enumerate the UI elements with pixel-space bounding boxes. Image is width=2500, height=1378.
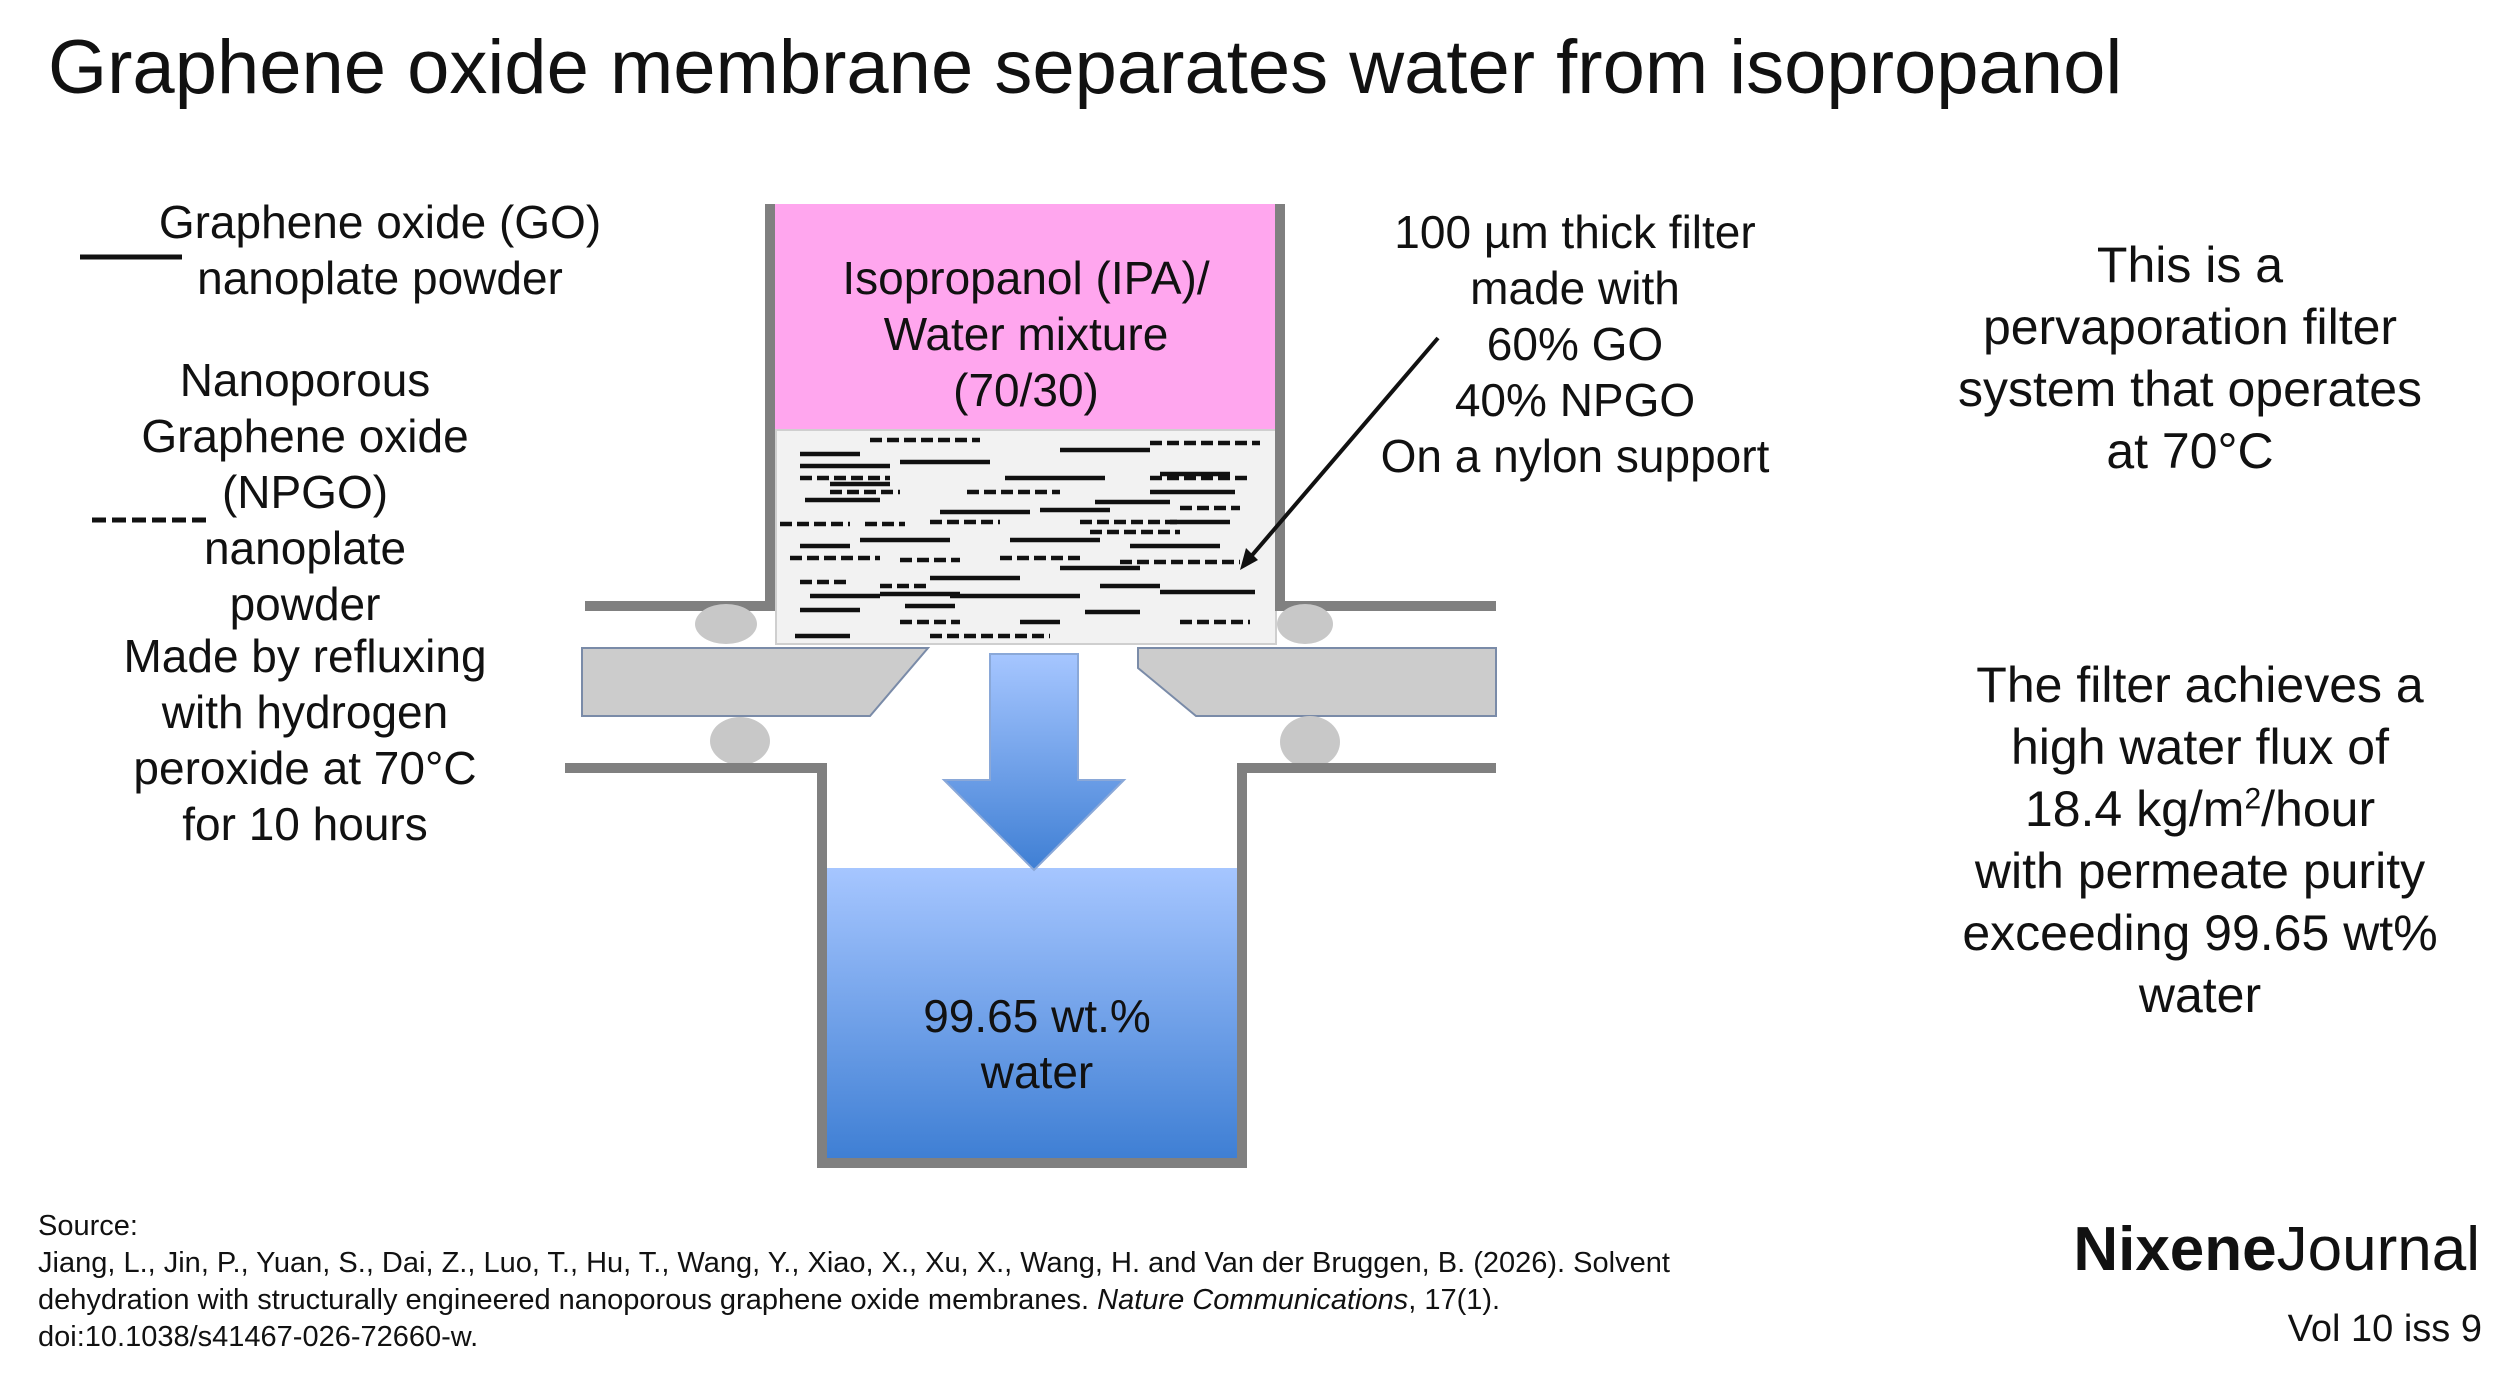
- filter-description: 100 µm thick filter made with 60% GO 40%…: [1380, 206, 1770, 482]
- gasket-top-right: [1277, 604, 1333, 644]
- npgo-nanoplates: [780, 437, 1260, 639]
- issue-label: Vol 10 iss 9: [2287, 1308, 2482, 1350]
- preparation-note: Made by refluxing with hydrogen peroxide…: [123, 630, 487, 850]
- upper-housing: [585, 204, 1496, 611]
- source-citation: Source: Jiang, L., Jin, P., Yuan, S., Da…: [38, 1210, 1670, 1353]
- left-clamp-plate: [581, 647, 931, 717]
- feed-mixture-label: Isopropanol (IPA)/ Water mixture (70/30): [842, 252, 1210, 416]
- feed-chamber: [774, 204, 1276, 432]
- go-legend-label: Graphene oxide (GO) nanoplate powder: [158, 196, 602, 304]
- permeate-reservoir: [827, 868, 1237, 1158]
- system-info: This is a pervaporation filter system th…: [1957, 237, 2423, 479]
- performance-info: The filter achieves a high water flux of…: [1962, 657, 2438, 1023]
- gasket-bottom-left: [710, 717, 770, 765]
- flow-down-arrow: [941, 653, 1127, 872]
- go-nanoplates: [795, 447, 1255, 639]
- npgo-legend-label: Nanoporous Graphene oxide (NPGO) nanopla…: [141, 354, 469, 630]
- page-title: Graphene oxide membrane separates water …: [48, 25, 2123, 110]
- filter-pointer-arrowhead: [1240, 548, 1258, 570]
- journal-name: Nature Communications: [1097, 1284, 1409, 1316]
- permeate-label: 99.65 wt.% water: [923, 990, 1151, 1098]
- right-clamp-plate: [1137, 647, 1497, 717]
- gasket-bottom-right: [1280, 716, 1340, 768]
- lower-housing: [565, 763, 1496, 1168]
- brand-logo: NixeneJournal: [2073, 1215, 2480, 1284]
- gasket-top-left: [695, 604, 757, 644]
- filter-pointer-line: [1246, 336, 1440, 562]
